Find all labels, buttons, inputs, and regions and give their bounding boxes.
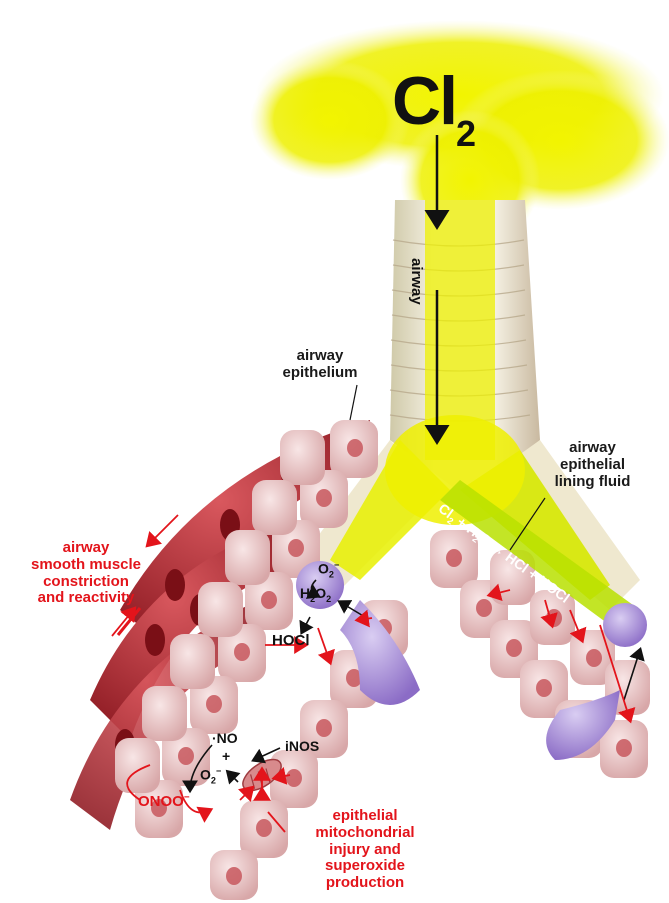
label-airway-epithelium: airway epithelium	[265, 348, 375, 382]
hydrogen-peroxide-label: H2O2	[300, 585, 331, 604]
inos-label: iNOS	[285, 738, 319, 754]
label-epithelial-mitochondrial: epithelial mitochondrial injury and supe…	[290, 808, 440, 892]
airway-axis-label: airway	[403, 258, 425, 318]
label-airway-epithelial-lining-fluid: airway epithelial lining fluid	[540, 440, 645, 490]
nitric-oxide-label: ·NO	[212, 730, 238, 746]
label-airway-smooth-muscle: airway smooth muscle constriction and re…	[6, 540, 166, 607]
peroxynitrite-label: ONOO−	[138, 792, 190, 810]
superoxide-label-2: O2−	[200, 766, 221, 785]
chlorine-title: Cl2	[392, 62, 474, 140]
superoxide-label: O2−	[318, 560, 339, 579]
hocl-label: HOCl	[272, 632, 310, 649]
plus-sign: +	[222, 748, 230, 764]
